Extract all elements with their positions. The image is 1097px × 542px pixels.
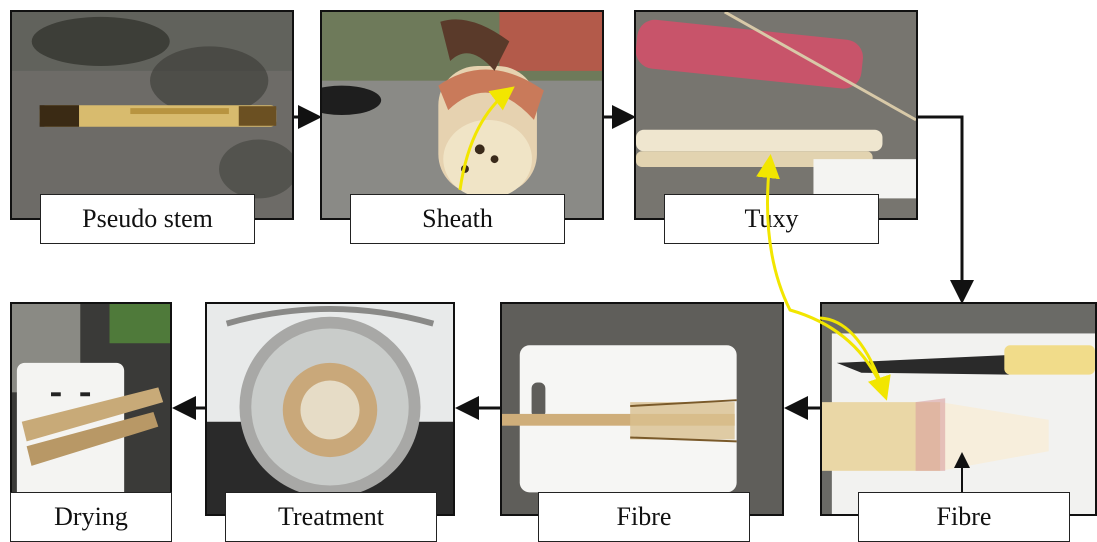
label-sheath: Sheath xyxy=(350,194,565,244)
photo-drying xyxy=(10,302,172,516)
arrow-tuxy-to-fibre xyxy=(918,117,962,298)
photo-fibre-scraping xyxy=(820,302,1097,516)
label-fibre-scraping: Fibre xyxy=(858,492,1070,542)
photo-sheath xyxy=(320,10,604,220)
photo-treatment xyxy=(205,302,455,516)
label-tuxy: Tuxy xyxy=(664,194,879,244)
label-fibre-extracted: Fibre xyxy=(538,492,750,542)
photo-tuxy xyxy=(634,10,918,220)
label-drying: Drying xyxy=(10,492,172,542)
label-treatment: Treatment xyxy=(225,492,437,542)
photo-pseudo-stem xyxy=(10,10,294,220)
label-pseudo-stem: Pseudo stem xyxy=(40,194,255,244)
photo-fibre-extracted xyxy=(500,302,784,516)
